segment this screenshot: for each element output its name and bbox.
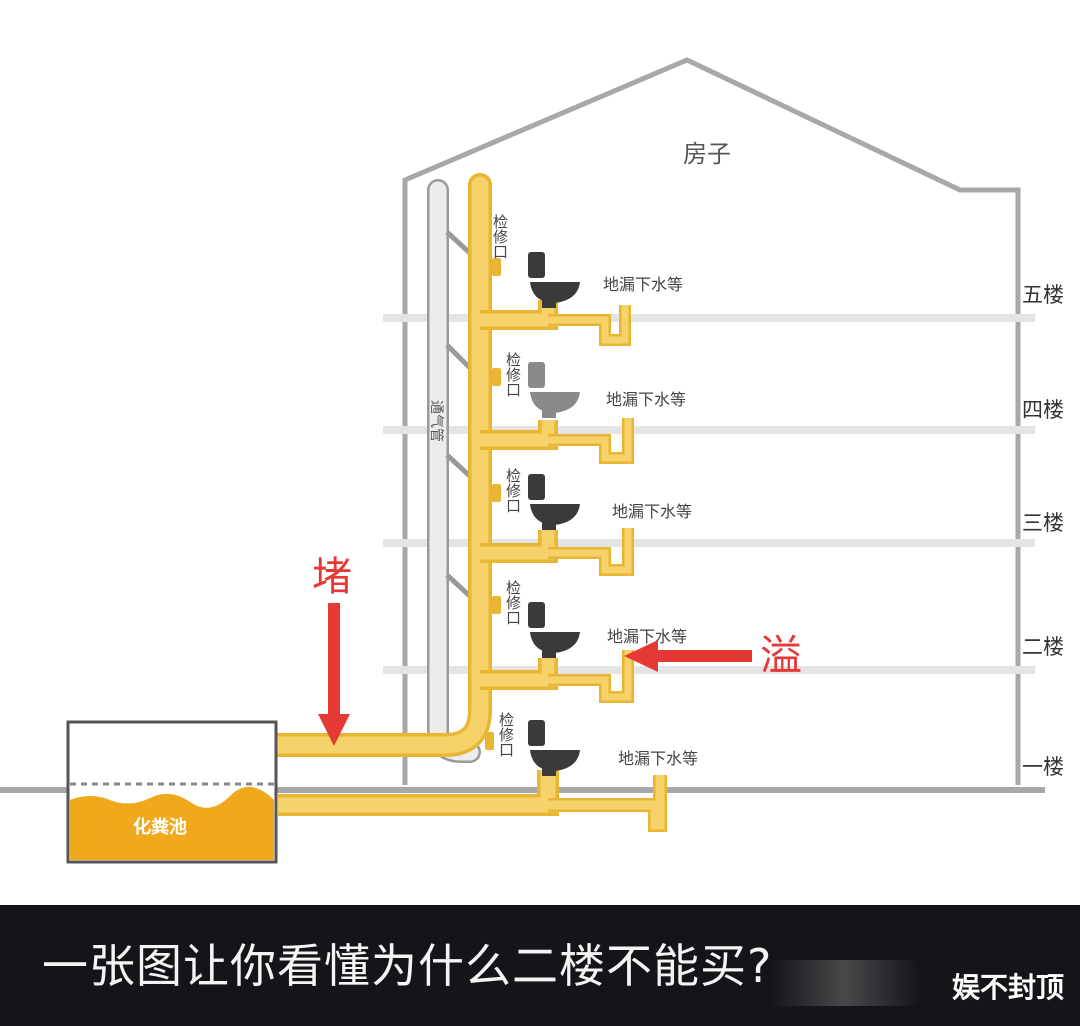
septic-tank: 化粪池 <box>66 720 278 864</box>
caption-bar <box>0 905 1080 1026</box>
floor-branch-3 <box>480 528 634 576</box>
pipe-diagram: 房子 通气管 <box>0 57 1064 864</box>
toilet-3 <box>528 474 580 530</box>
floor-branch-4 <box>480 418 634 464</box>
toilet-1 <box>528 720 580 776</box>
inspection-port-label-2: 检修口 <box>504 580 522 625</box>
floor-drain-label-1: 地漏下水等 <box>618 749 698 768</box>
house-label: 房子 <box>683 140 731 168</box>
overflow-label: 溢 <box>760 631 802 680</box>
toilet-2 <box>528 602 580 658</box>
floor-drain-label-2: 地漏下水等 <box>607 627 687 646</box>
inspection-port-label-5: 检修口 <box>491 214 509 259</box>
vent-pipe-label: 通气管 <box>428 400 444 442</box>
floor-drain-label-5: 地漏下水等 <box>603 275 683 294</box>
floor-drain-label-4: 地漏下水等 <box>606 390 686 409</box>
inspection-port-label-4: 检修口 <box>504 352 522 397</box>
overflow-arrow: 溢 <box>624 631 802 680</box>
inspection-port-label-1: 检修口 <box>497 712 515 757</box>
floor-drain-labels: 地漏下水等 地漏下水等 地漏下水等 地漏下水等 地漏下水等 <box>603 275 698 768</box>
toilet-5 <box>528 252 580 308</box>
floor-branch-2 <box>480 650 634 703</box>
house-outline <box>402 57 1021 785</box>
inspection-port-label-3: 检修口 <box>504 468 522 513</box>
floor-labels: 五楼 四楼 三楼 二楼 一楼 <box>1022 283 1064 779</box>
floor-label-5: 五楼 <box>1022 283 1064 307</box>
toilet-4 <box>528 362 580 418</box>
floor-drain-label-3: 地漏下水等 <box>612 502 692 521</box>
floor-label-1: 一楼 <box>1022 755 1064 779</box>
blocked-arrow: 堵 <box>312 554 352 746</box>
floor-label-4: 四楼 <box>1022 398 1064 422</box>
floor-label-2: 二楼 <box>1022 635 1064 659</box>
main-drain-pipe <box>266 173 492 757</box>
floor-label-3: 三楼 <box>1022 511 1064 535</box>
watermark: 娱不封顶 <box>951 971 1064 1004</box>
caption-text: 一张图让你看懂为什么二楼不能买? <box>42 939 773 993</box>
septic-tank-label: 化粪池 <box>133 816 187 838</box>
watermark-backdrop <box>770 960 920 1006</box>
blocked-label: 堵 <box>312 554 352 600</box>
ground-floor-drain-pipe <box>278 770 667 832</box>
inspection-port-labels: 检修口 检修口 检修口 检修口 检修口 <box>491 214 522 757</box>
inspection-port-marks <box>485 258 501 750</box>
